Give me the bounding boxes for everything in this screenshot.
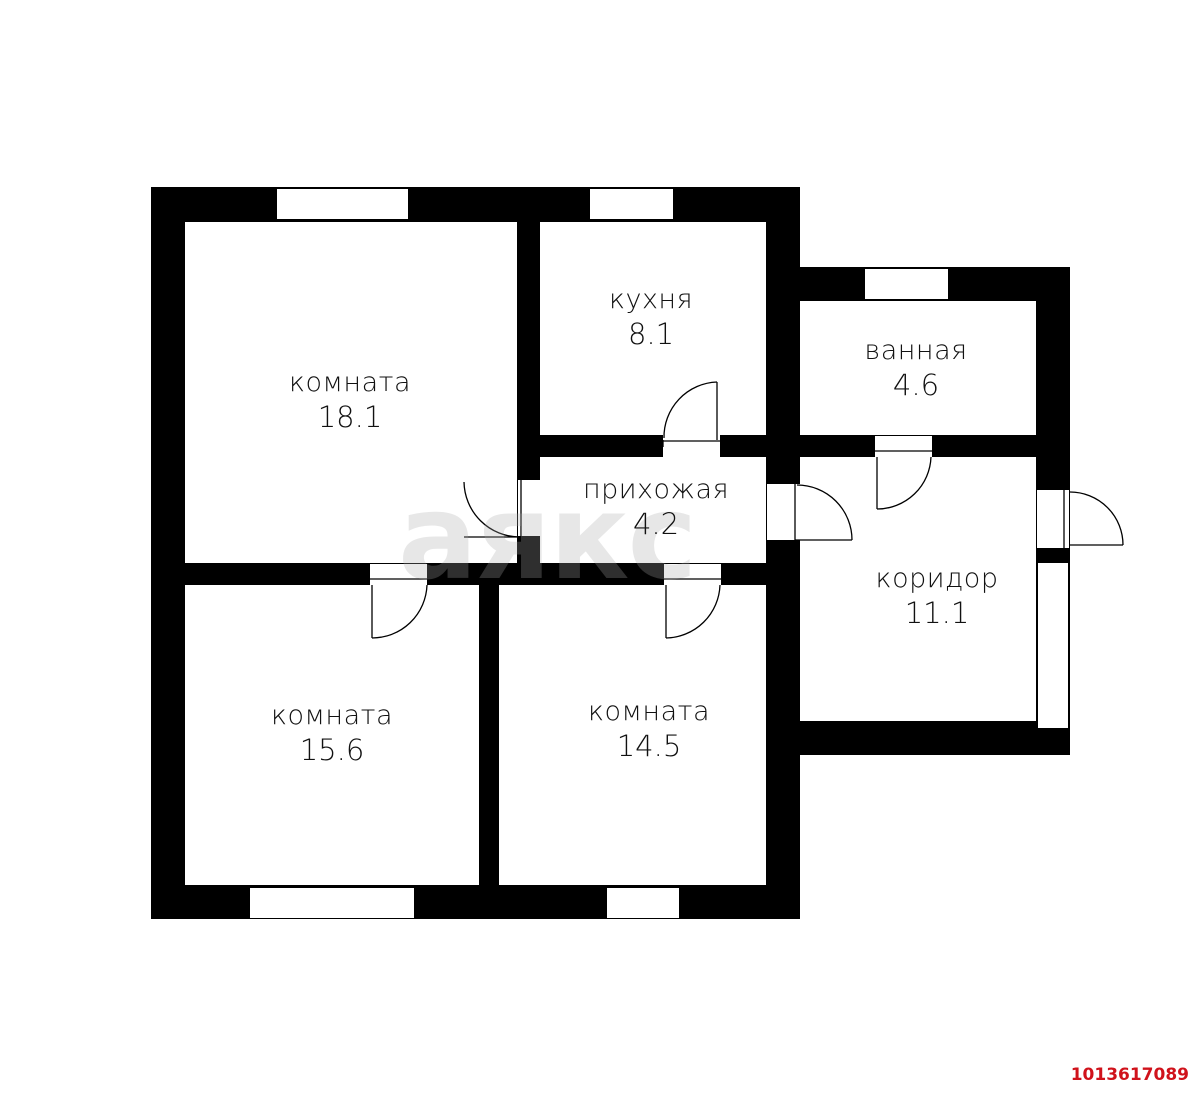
room-komnata-14 bbox=[499, 585, 766, 885]
room-name: ванная bbox=[864, 335, 968, 366]
room-hallway bbox=[540, 457, 766, 563]
room-area: 15.6 bbox=[299, 732, 365, 767]
door-opening-room18 bbox=[518, 479, 540, 537]
room-area: 8.1 bbox=[627, 316, 675, 351]
wall-main-right bbox=[766, 187, 800, 919]
room-area: 11.1 bbox=[904, 595, 970, 630]
door-opening-room14 bbox=[663, 564, 722, 585]
window-room15 bbox=[250, 887, 414, 918]
room-bathroom bbox=[800, 301, 1036, 435]
room-komnata-15 bbox=[185, 585, 479, 885]
wall-kitchen-hall bbox=[517, 435, 800, 457]
wall-bottom-rooms bbox=[479, 563, 499, 919]
room-name: комната bbox=[271, 700, 393, 731]
wall-wing-bottom bbox=[766, 721, 1070, 755]
room-name: коридор bbox=[875, 563, 999, 594]
door-opening-room15 bbox=[369, 564, 428, 585]
room-label: коридор 11.1 bbox=[876, 563, 999, 631]
room-komnata-18 bbox=[185, 222, 517, 563]
room-area: 4.6 bbox=[892, 367, 940, 402]
window-bathroom bbox=[865, 269, 948, 300]
room-label: ванная 4.6 bbox=[864, 335, 967, 403]
room-label: комната 18.1 bbox=[289, 367, 411, 435]
wall-outer-left bbox=[151, 187, 185, 919]
room-area: 14.5 bbox=[616, 728, 682, 763]
room-corridor bbox=[800, 457, 1036, 721]
listing-id: 1013617089 bbox=[1070, 1065, 1189, 1085]
wall-outer-top bbox=[151, 187, 800, 222]
door-opening-bathroom bbox=[874, 436, 933, 457]
window-kitchen bbox=[590, 189, 673, 220]
room-label: прихожая 4.2 bbox=[583, 474, 729, 542]
window-room14 bbox=[607, 887, 679, 918]
window-corridor bbox=[1037, 563, 1069, 728]
room-label: комната 14.5 bbox=[588, 696, 710, 764]
room-label: кухня 8.1 bbox=[609, 284, 693, 352]
room-label: комната 15.6 bbox=[271, 700, 393, 768]
room-name: прихожая bbox=[582, 474, 730, 505]
window-room18 bbox=[277, 189, 408, 220]
room-name: кухня bbox=[608, 284, 694, 315]
room-area: 4.2 bbox=[632, 506, 680, 541]
room-name: комната bbox=[588, 696, 710, 727]
wall-mid-horizontal bbox=[151, 563, 800, 585]
room-name: комната bbox=[289, 367, 411, 398]
room-area: 18.1 bbox=[317, 399, 383, 434]
room-kitchen bbox=[540, 222, 766, 435]
